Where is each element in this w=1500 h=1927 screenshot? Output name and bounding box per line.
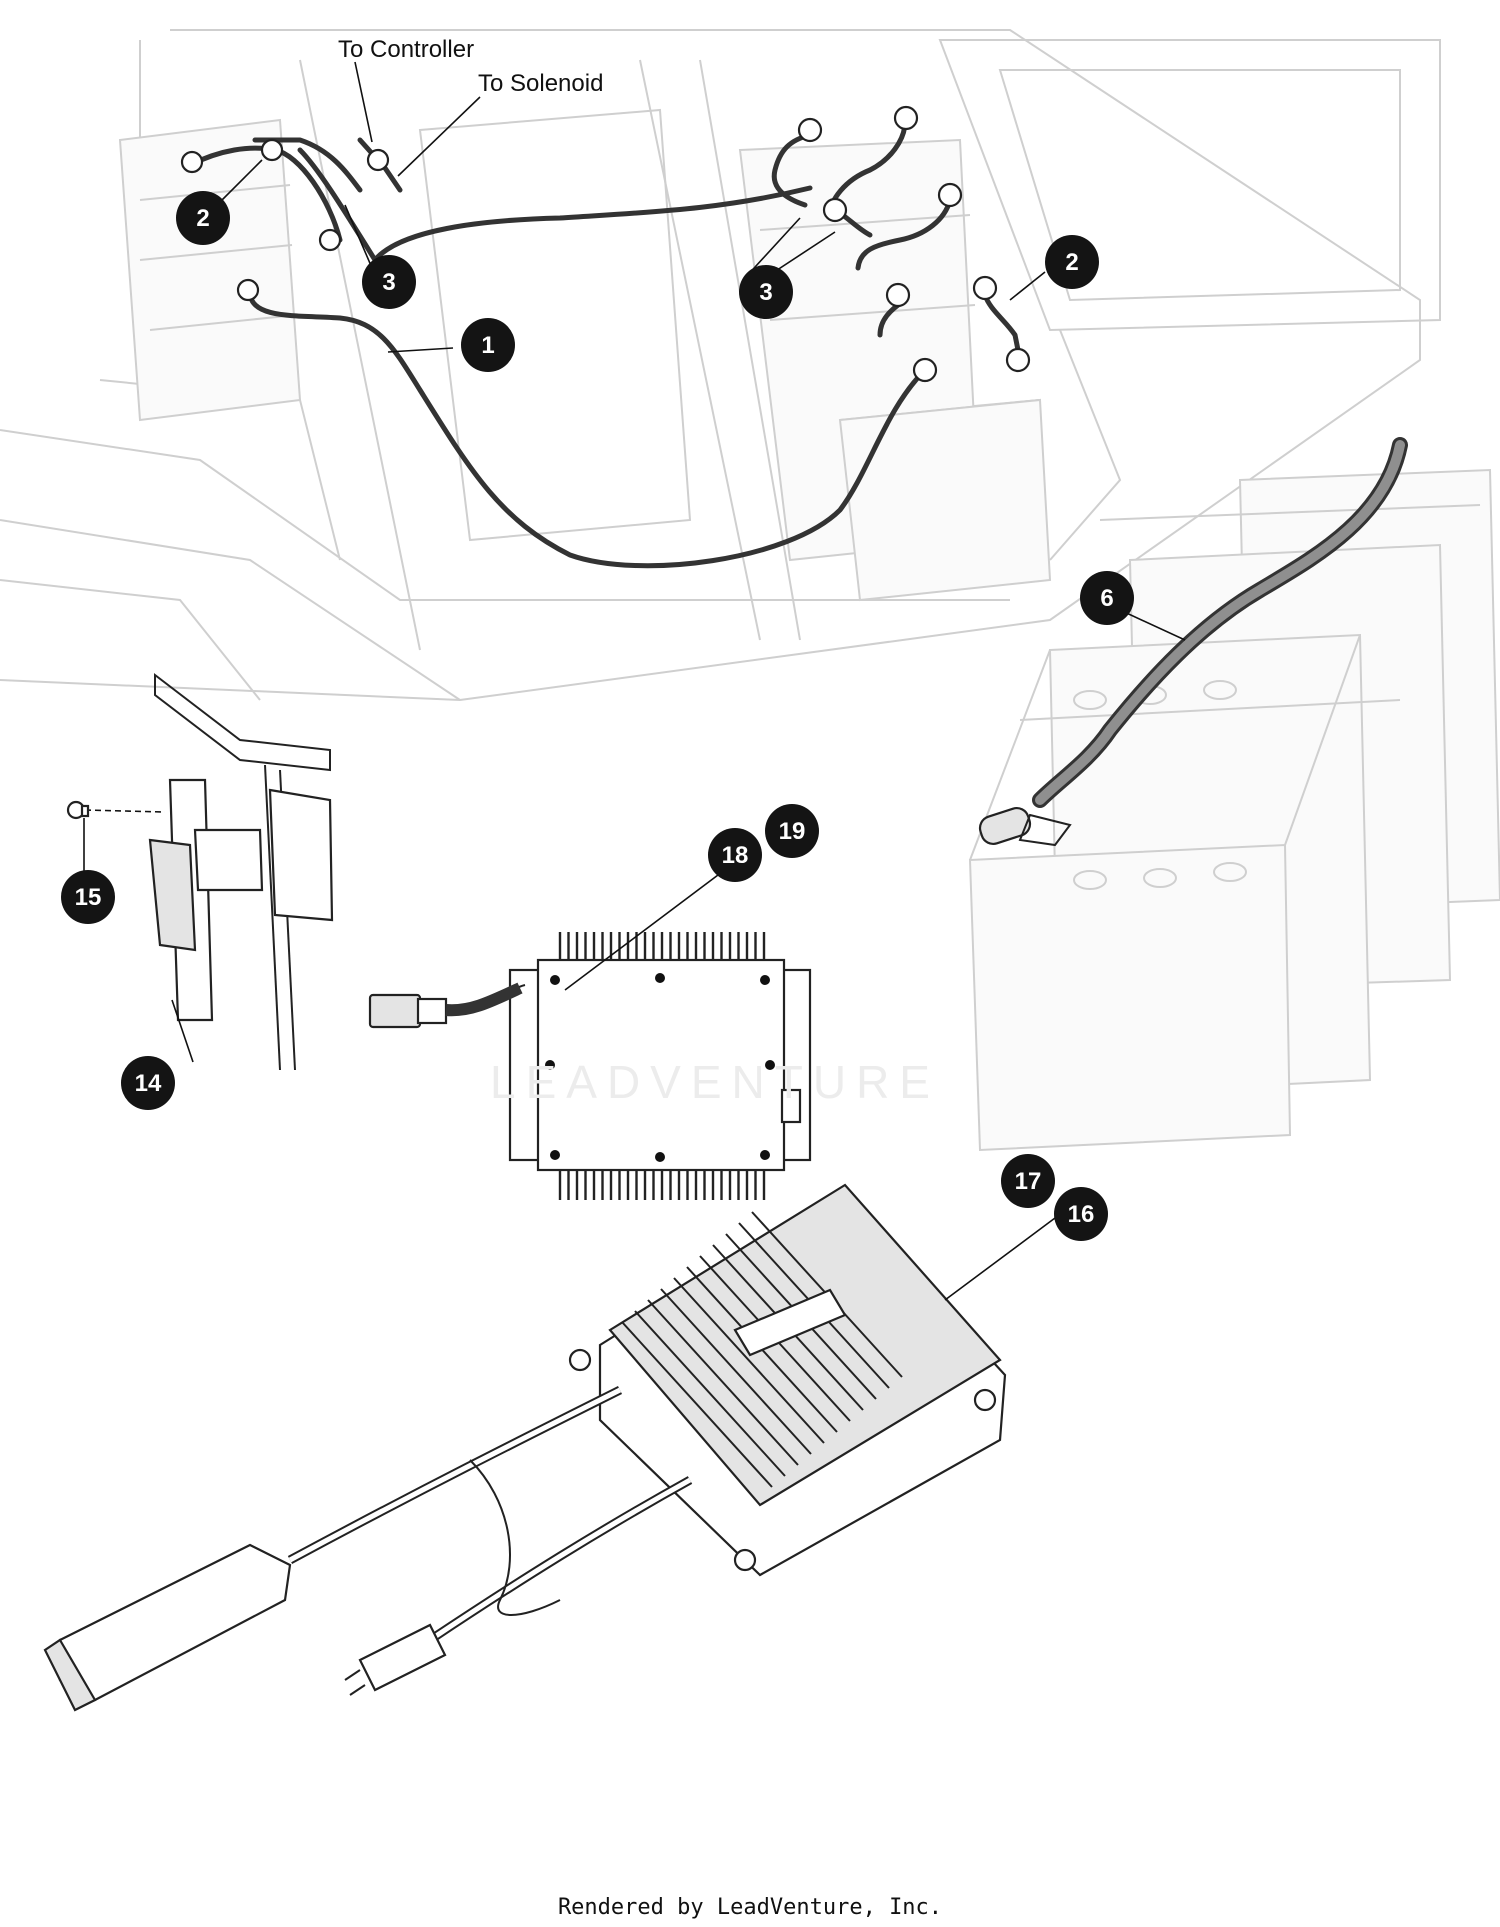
- callout-3-right: 3: [739, 265, 793, 319]
- heat-sink-fin: [660, 1288, 812, 1455]
- charger-isometric: [43, 1183, 1007, 1712]
- charge-connector: [978, 806, 1072, 847]
- svg-text:19: 19: [779, 818, 806, 845]
- svg-text:18: 18: [722, 842, 749, 869]
- callout-14: 14: [121, 1056, 175, 1110]
- callout-6: 6: [1080, 571, 1134, 625]
- charger-top-view: [368, 932, 812, 1200]
- heat-sink-fin: [634, 1310, 786, 1477]
- callout-1: 1: [461, 318, 515, 372]
- svg-text:17: 17: [1015, 1168, 1042, 1195]
- svg-text:14: 14: [135, 1070, 162, 1097]
- label-to-solenoid: To Solenoid: [478, 70, 603, 97]
- callout-17: 17: [1001, 1154, 1055, 1208]
- svg-text:2: 2: [196, 205, 209, 232]
- label-to-controller: To Controller: [338, 36, 474, 63]
- battery-pack: [968, 468, 1500, 1152]
- svg-text:1: 1: [481, 332, 494, 359]
- vehicle-battery-left: [118, 118, 302, 422]
- callout-2-left: 2: [176, 191, 230, 245]
- vehicle-battery-right: [738, 138, 1052, 602]
- svg-text:3: 3: [759, 279, 772, 306]
- callout-2-right: 2: [1045, 235, 1099, 289]
- callout-16: 16: [1054, 1187, 1108, 1241]
- watermark: LEADVENTURE: [490, 1056, 940, 1108]
- svg-text:3: 3: [382, 269, 395, 296]
- callout-19: 19: [765, 804, 819, 858]
- charger-receptacle: [66, 672, 334, 1071]
- svg-text:15: 15: [75, 884, 102, 911]
- cable-terminals: [180, 105, 1031, 383]
- heat-sink-fin: [647, 1299, 799, 1466]
- svg-text:2: 2: [1065, 249, 1078, 276]
- callout-3-left: 3: [362, 255, 416, 309]
- cable-1: [247, 289, 928, 569]
- svg-text:6: 6: [1100, 585, 1113, 612]
- svg-text:16: 16: [1068, 1201, 1095, 1228]
- callout-18: 18: [708, 828, 762, 882]
- callout-15: 15: [61, 870, 115, 924]
- heat-sink-fin: [673, 1277, 825, 1444]
- footer-credit: Rendered by LeadVenture, Inc.: [558, 1895, 942, 1920]
- heat-sink-fin: [621, 1321, 773, 1488]
